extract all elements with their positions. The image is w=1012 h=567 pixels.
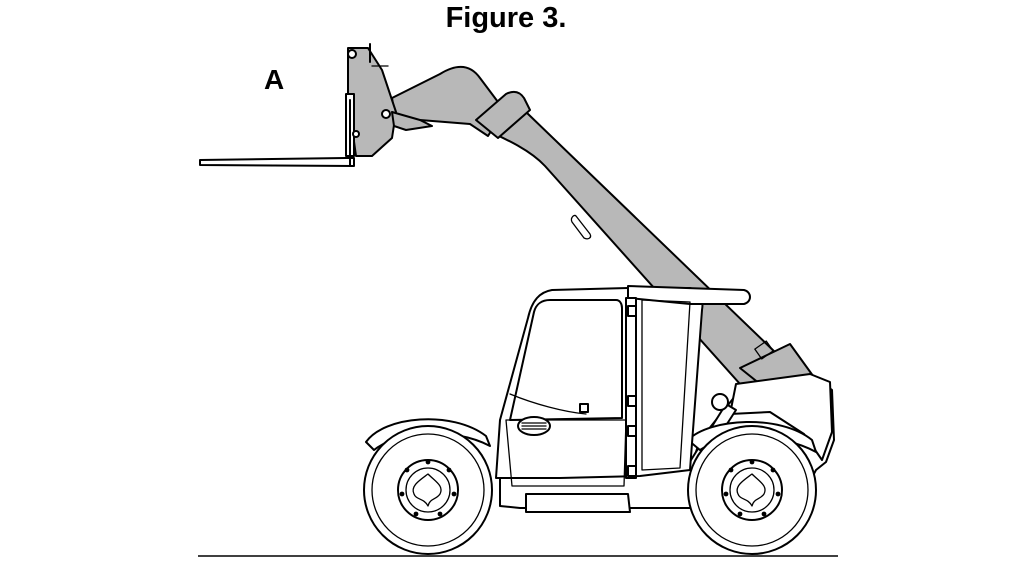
rear-wheel <box>687 421 817 555</box>
front-wheel <box>363 418 493 555</box>
callout-label-a: A <box>264 64 285 95</box>
figure-title: Figure 3. <box>445 2 567 34</box>
telescopic-boom <box>391 66 817 385</box>
forks <box>199 99 355 167</box>
operator-cab <box>495 285 751 487</box>
